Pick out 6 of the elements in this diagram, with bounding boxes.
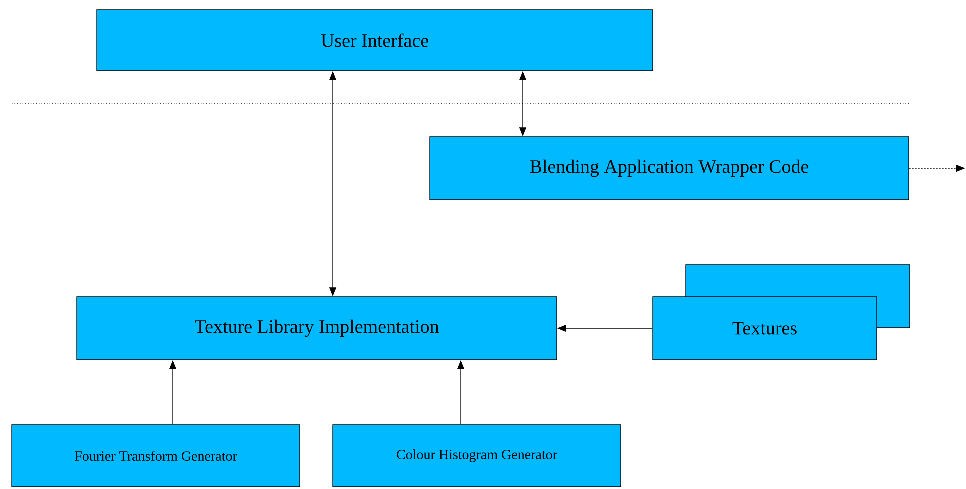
- process-box: Colour Histogram Generator: [332, 424, 622, 488]
- process-box: Blending Application Wrapper Code: [430, 136, 910, 200]
- stacked-box: Textures: [652, 264, 910, 360]
- process-box: User Interface: [96, 10, 654, 72]
- process-box: Fourier Transform Generator: [12, 424, 300, 488]
- process-box: Texture Library Implementation: [76, 296, 558, 360]
